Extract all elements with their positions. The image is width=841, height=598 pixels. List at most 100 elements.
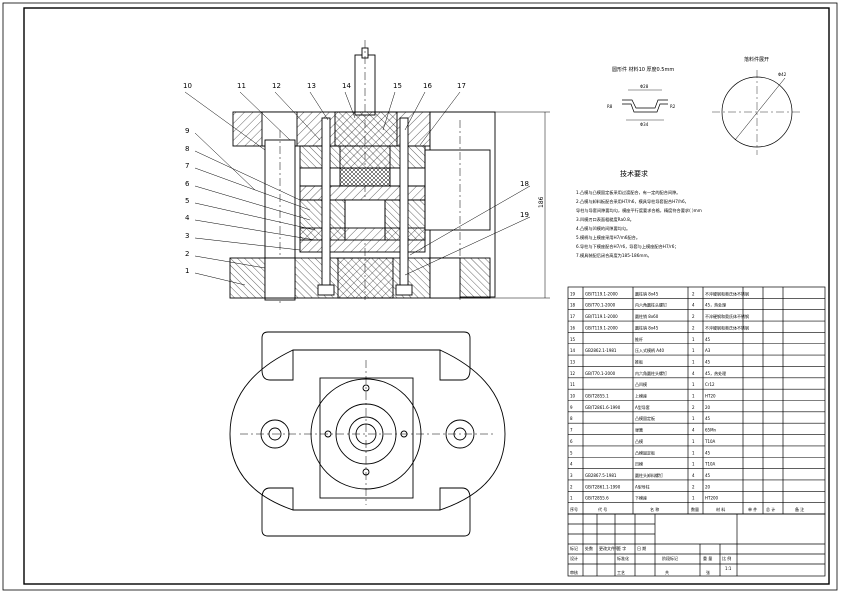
part-sketch [622, 89, 668, 121]
bom-cell-qty: 4 [692, 371, 695, 376]
bom-cell-name: 内六角圆柱头螺钉 [635, 370, 667, 376]
tb-date: 日 期 [637, 545, 646, 551]
callout-10: 10 [183, 82, 192, 90]
blank-dim: Φ42 [778, 72, 787, 77]
note-6: 5.模柄与上模座采用H7/m6配合。 [576, 234, 640, 241]
bom-cell-mat: Cr12 [705, 382, 715, 387]
bom-cell-qty: 2 [692, 484, 695, 489]
bom-cell-no: 15 [570, 337, 576, 342]
note-8: 7.模具装配后闭合高度为185-186mm。 [576, 252, 652, 259]
bom-cell-no: 4 [570, 462, 573, 467]
bom-cell-name: 下模座 [635, 495, 647, 501]
bom-cell-mat: T10A [704, 462, 716, 467]
bom-cell-no: 19 [570, 291, 576, 296]
bom-header-no: 序号 [570, 506, 578, 512]
bom-cell-no: 12 [570, 371, 576, 376]
callout-labels: 10 11 12 13 14 15 16 17 9 8 7 6 5 4 3 2 … [183, 82, 529, 275]
part-dim-right: R2 [670, 104, 676, 109]
notes-title: 技术要求 [620, 169, 648, 178]
bom-cell-mat: 65Mn [705, 428, 717, 433]
bom-cell-mat: 20 [705, 405, 711, 410]
bom-cell-std: GB/T2855.6 [585, 496, 609, 501]
bom-cell-name: 凸模 [635, 438, 643, 444]
height-dimension: 186 [538, 196, 545, 208]
bom-cell-no: 6 [570, 439, 573, 444]
callout-1: 1 [185, 267, 189, 275]
tb-review: 审核 [570, 569, 578, 575]
bom-cell-mat: 45 [705, 450, 711, 455]
bom-cell-name: 圆柱销 8x45 [635, 324, 659, 330]
bom-cell-std: GB/T119.1-2000 [585, 314, 618, 319]
bom-cell-no: 10 [570, 394, 576, 399]
bom-cell-name: 推杆 [635, 336, 643, 342]
callout-4: 4 [185, 214, 190, 222]
bom-cell-qty: 1 [692, 462, 695, 467]
callout-2: 2 [185, 250, 189, 258]
bom-cell-no: 7 [570, 428, 573, 433]
bom-cell-qty: 1 [692, 359, 695, 364]
bom-header-total_w: 总 计 [766, 506, 775, 512]
bom-cell-name: 压入式模柄 A40 [635, 347, 665, 353]
part-caption: 圆形件 材料10 厚度0.5mm [612, 66, 674, 73]
die-plan-view [229, 331, 506, 537]
bom-cell-qty: 4 [692, 428, 695, 433]
bom-cell-qty: 1 [692, 348, 695, 353]
inner-border [23, 7, 830, 585]
bom-cell-std: GB/T2855.1 [585, 394, 609, 399]
callout-11: 11 [237, 82, 246, 90]
bom-cell-qty: 1 [692, 439, 695, 444]
tb-doc: 更改文件号 [599, 545, 619, 551]
bom-cell-mat: HT20 [705, 394, 716, 399]
bom-cell-mat: 不淬硬钢和奥氏体不锈钢 [705, 324, 749, 330]
bom-cell-mat: 20 [705, 484, 711, 489]
note-5: 4.凸模与凹模的间隙要均匀。 [576, 225, 630, 232]
bom-cell-name: 推板 [635, 358, 643, 364]
bom-cell-std: GB/T2861.6-1990 [585, 405, 621, 410]
bom-cell-no: 11 [570, 382, 576, 387]
bom-header-mat: 材 料 [716, 506, 725, 512]
callout-7: 7 [185, 162, 189, 170]
bom-cell-no: 1 [570, 496, 573, 501]
callout-3: 3 [185, 232, 189, 240]
notes-list: 1.凸模与凸模固定板采用过渡配合，有一定的配合间隙。 2.凸模与卸料板配合采用H… [576, 189, 702, 259]
blank-disc [712, 70, 802, 155]
callout-leaders [184, 91, 531, 286]
bom-cell-mat: T10A [704, 439, 716, 444]
bom-cell-std: GB/T119.1-2000 [585, 291, 618, 296]
part-dim-top: Φ28 [640, 84, 649, 89]
bom-cell-name: 弹簧 [635, 427, 643, 433]
bom-header-qty: 数量 [691, 506, 699, 512]
bom-cell-std: GB/T70.1-2000 [585, 303, 616, 308]
bom-cell-name: 凸凹模 [635, 381, 647, 387]
blank-caption: 落料件展开 [744, 56, 769, 63]
bom-cell-std: GB/T2861.1-1990 [585, 484, 621, 489]
tb-scale-value: 1:1 [725, 566, 732, 571]
bom-cell-mat: HT200 [705, 496, 719, 501]
bom-cell-mat: 不淬硬钢和奥氏体不锈钢 [705, 313, 749, 319]
callout-15: 15 [393, 82, 402, 90]
bom-cell-name: 凸模固定板 [635, 449, 655, 455]
bom-cell-no: 9 [570, 405, 573, 410]
outer-border [2, 2, 838, 591]
bom-cell-qty: 4 [692, 303, 695, 308]
bom-cell-qty: 1 [692, 450, 695, 455]
bom-cell-name: 凸模固定板 [635, 415, 655, 421]
bom-cell-name: 圆柱销 8x45 [635, 290, 659, 296]
bom-cell-no: 16 [570, 325, 576, 330]
bom-header-remark: 备 注 [795, 506, 804, 512]
callout-13: 13 [307, 82, 316, 90]
tb-weight: 重 量 [703, 555, 712, 561]
bom-cell-qty: 2 [692, 314, 695, 319]
note-4: 3.凹模刃口表面粗糙度Ra0.8。 [576, 216, 634, 223]
bom-cell-name: 圆柱头卸料螺钉 [635, 472, 663, 478]
bom-cell-mat: 45，热处理 [705, 302, 726, 308]
bom-cell-name: 圆柱销 8x60 [635, 313, 659, 319]
tb-stage: 阶段标记 [662, 555, 678, 561]
bom-cell-std: GB/T70.1-2000 [585, 371, 616, 376]
callout-5: 5 [185, 197, 189, 205]
die-section-view [229, 40, 550, 305]
bom-cell-no: 18 [570, 303, 576, 308]
tb-sheet-no: 张 [706, 569, 710, 575]
